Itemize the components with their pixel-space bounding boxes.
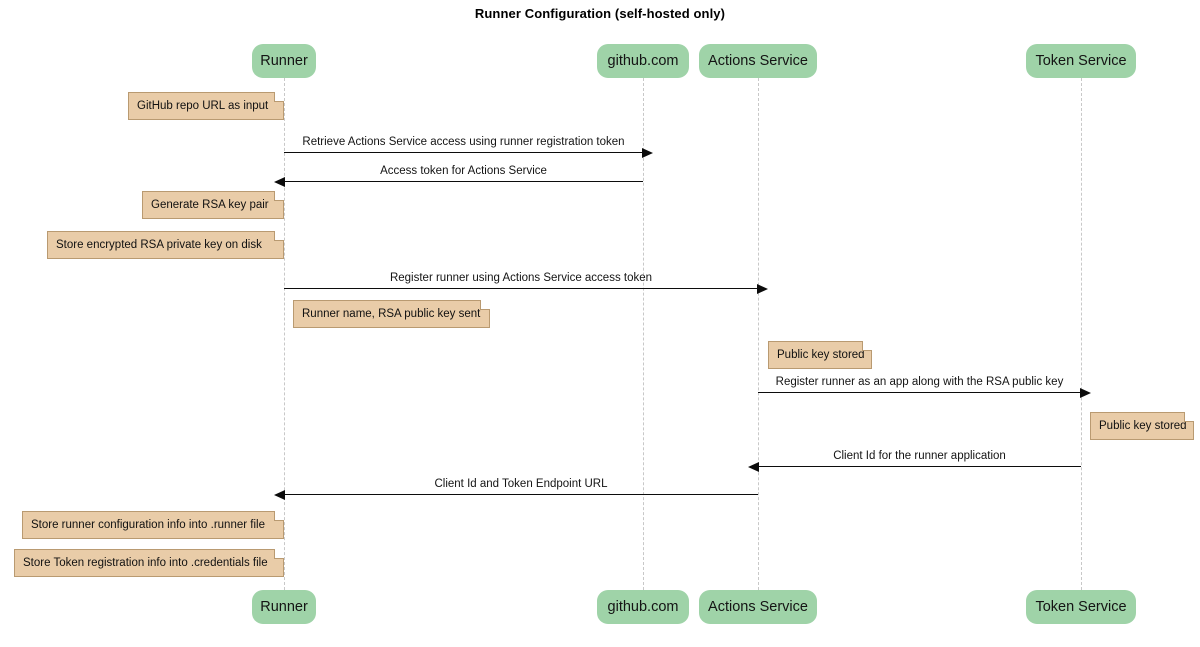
arrowhead-right-icon xyxy=(642,148,653,158)
participant-runner-footer[interactable]: Runner xyxy=(252,590,316,624)
note-fold-corner-icon xyxy=(480,300,490,310)
note-store-encrypted-rsa: Store encrypted RSA private key on disk xyxy=(47,231,284,259)
msg-register-app: Register runner as an app along with the… xyxy=(758,376,1091,398)
note-store-encrypted-rsa-label: Store encrypted RSA private key on disk xyxy=(56,239,262,251)
msg-access-token-label: Access token for Actions Service xyxy=(380,165,547,177)
note-public-key-stored-actions-label: Public key stored xyxy=(777,349,865,361)
participant-actions-footer[interactable]: Actions Service xyxy=(699,590,817,624)
note-store-token-registration-label: Store Token registration info into .cred… xyxy=(23,557,268,569)
note-generate-rsa: Generate RSA key pair xyxy=(142,191,284,219)
msg-client-id-token-url-label: Client Id and Token Endpoint URL xyxy=(434,478,608,490)
participant-runner-header[interactable]: Runner xyxy=(252,44,316,78)
msg-register-runner: Register runner using Actions Service ac… xyxy=(284,272,768,294)
participant-token-footer[interactable]: Token Service xyxy=(1026,590,1136,624)
note-store-runner-config: Store runner configuration info into .ru… xyxy=(22,511,284,539)
msg-client-id-token-url: Client Id and Token Endpoint URL xyxy=(274,478,758,500)
note-generate-rsa-label: Generate RSA key pair xyxy=(151,199,269,211)
participant-token-header[interactable]: Token Service xyxy=(1026,44,1136,78)
note-store-token-registration: Store Token registration info into .cred… xyxy=(14,549,284,577)
note-public-key-stored-actions: Public key stored xyxy=(768,341,872,369)
arrowhead-left-icon xyxy=(274,177,285,187)
note-public-key-stored-token: Public key stored xyxy=(1090,412,1194,440)
msg-retrieve-actions-access-label: Retrieve Actions Service access using ru… xyxy=(302,136,625,148)
note-fold-corner-icon xyxy=(274,191,284,201)
msg-client-id: Client Id for the runner application xyxy=(748,450,1081,472)
arrowhead-right-icon xyxy=(757,284,768,294)
msg-retrieve-actions-access: Retrieve Actions Service access using ru… xyxy=(284,136,653,158)
note-fold-corner-icon xyxy=(862,341,872,351)
note-fold-corner-icon xyxy=(274,231,284,241)
note-fold-corner-icon xyxy=(1184,412,1194,422)
msg-register-runner-label: Register runner using Actions Service ac… xyxy=(389,272,653,284)
arrowhead-left-icon xyxy=(274,490,285,500)
lifeline-token xyxy=(1081,78,1082,590)
participant-github-header[interactable]: github.com xyxy=(597,44,689,78)
note-runner-name-public-key: Runner name, RSA public key sent xyxy=(293,300,490,328)
note-github-repo-url-label: GitHub repo URL as input xyxy=(137,100,269,112)
note-fold-corner-icon xyxy=(274,92,284,102)
participant-actions-header[interactable]: Actions Service xyxy=(699,44,817,78)
msg-access-token: Access token for Actions Service xyxy=(274,165,643,187)
lifeline-github xyxy=(643,78,644,590)
msg-register-app-label: Register runner as an app along with the… xyxy=(775,376,1064,388)
note-store-runner-config-label: Store runner configuration info into .ru… xyxy=(31,519,265,531)
arrowhead-left-icon xyxy=(748,462,759,472)
lifeline-actions xyxy=(758,78,759,590)
note-public-key-stored-token-label: Public key stored xyxy=(1099,420,1187,432)
lifeline-runner xyxy=(284,78,285,590)
note-runner-name-public-key-label: Runner name, RSA public key sent xyxy=(302,308,481,320)
participant-github-footer[interactable]: github.com xyxy=(597,590,689,624)
arrowhead-right-icon xyxy=(1080,388,1091,398)
note-fold-corner-icon xyxy=(274,511,284,521)
page-title: Runner Configuration (self-hosted only) xyxy=(474,6,726,21)
note-github-repo-url: GitHub repo URL as input xyxy=(128,92,284,120)
msg-client-id-label: Client Id for the runner application xyxy=(833,450,1006,462)
note-fold-corner-icon xyxy=(274,549,284,559)
